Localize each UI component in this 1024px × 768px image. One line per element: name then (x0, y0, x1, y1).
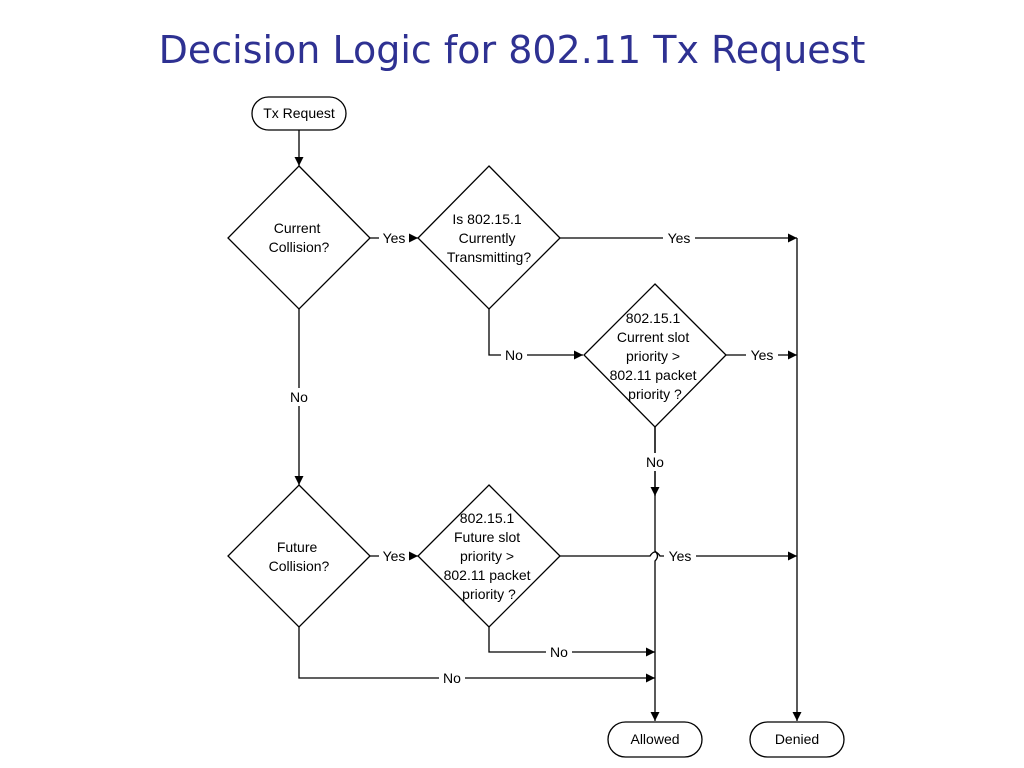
label-cp-no: No (646, 454, 664, 470)
edge-fc-no (298, 627, 655, 683)
current-priority-label: 802.15.1 Current slot priority > 802.11 … (610, 310, 701, 402)
future-priority-decision: 802.15.1 Future slot priority > 802.11 p… (417, 484, 561, 628)
transmitting-decision: Is 802.15.1 Currently Transmitting? (417, 165, 561, 310)
current-priority-decision: 802.15.1 Current slot priority > 802.11 … (583, 283, 727, 428)
current-collision-label: Current Collision? (269, 220, 330, 255)
label-fp-yes: Yes (669, 548, 692, 564)
edge-fp-no (488, 627, 655, 657)
label-fc-no: No (443, 670, 461, 686)
denied-node-label: Denied (775, 731, 819, 747)
page-title: Decision Logic for 802.11 Tx Request (158, 28, 866, 72)
start-node: Tx Request (251, 96, 347, 131)
future-collision-decision: Future Collision? (227, 484, 371, 628)
label-cp-yes: Yes (751, 347, 774, 363)
allowed-node-label: Allowed (630, 731, 679, 747)
label-tx-yes: Yes (668, 230, 691, 246)
start-node-label: Tx Request (263, 105, 335, 121)
edge-cp-no (650, 427, 660, 721)
denied-node: Denied (749, 721, 845, 758)
edge-fp-yes (560, 551, 797, 561)
label-fc-yes: Yes (383, 548, 406, 564)
transmitting-label: Is 802.15.1 Currently Transmitting? (447, 211, 532, 265)
future-priority-label: 802.15.1 Future slot priority > 802.11 p… (444, 510, 535, 602)
label-cc-yes: Yes (383, 230, 406, 246)
edge-tx-no (488, 309, 583, 360)
label-cc-no: No (290, 389, 308, 405)
future-collision-label: Future Collision? (269, 539, 330, 574)
label-tx-no: No (505, 347, 523, 363)
current-collision-decision: Current Collision? (227, 165, 371, 310)
label-fp-no: No (550, 644, 568, 660)
allowed-node: Allowed (607, 721, 703, 758)
